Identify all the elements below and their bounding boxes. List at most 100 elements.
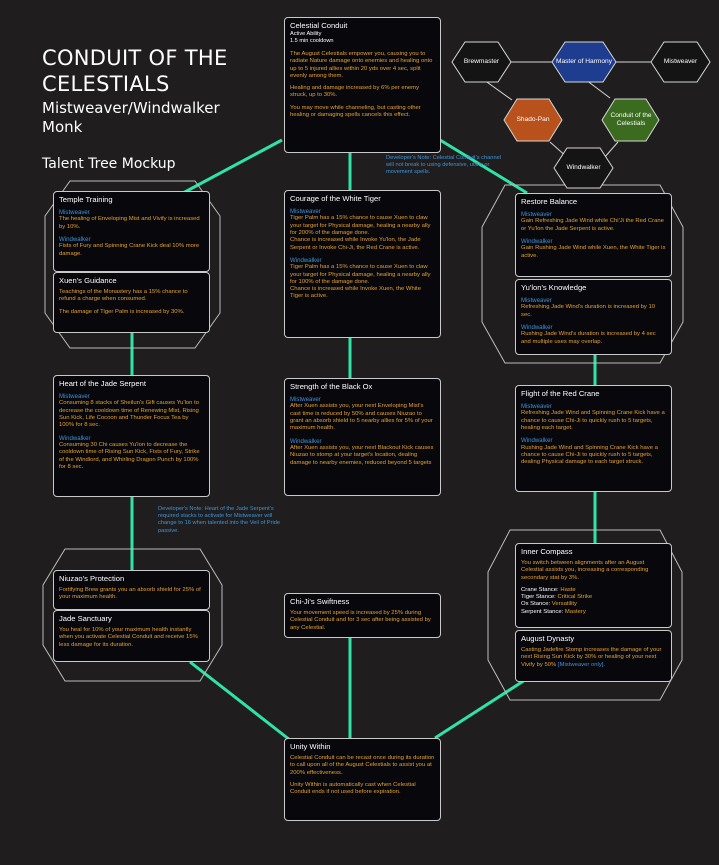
stance-crane: Crane Stance: Haste — [521, 586, 576, 593]
talent-name: Chi-Ji's Swiftness — [290, 597, 350, 606]
talent-heart-jade-serpent[interactable]: Heart of the Jade Serpent Mistweaver Con… — [53, 375, 210, 497]
talent-description: Chance is increased while Invoke Yu'lon,… — [290, 237, 421, 251]
hex-brewmaster — [451, 41, 512, 83]
talent-description: The healing of Enveloping Mist and Vivif… — [59, 216, 200, 230]
spec-heading-mistweaver: Mistweaver — [290, 396, 321, 403]
connector-dynasty-unity — [434, 678, 526, 740]
dev-note-serpent: Developer's Note: Heart of the Jade Serp… — [158, 506, 281, 534]
hero-conduit-label: Conduit of the Celestials — [610, 112, 652, 127]
mockup-label: Talent Tree Mockup — [42, 156, 176, 172]
spec-heading-windwalker: Windwalker — [521, 324, 553, 331]
talent-description: Casting Jadefire Stomp increases the dam… — [521, 647, 662, 668]
hero-tree-hexes — [451, 41, 711, 189]
stance-tiger: Tiger Stance: Critical Strike — [521, 594, 593, 601]
talent-august-dynasty[interactable]: August Dynasty Casting Jadefire Stomp in… — [515, 630, 672, 682]
talent-description: You heal for 10% of your maximum health … — [59, 627, 198, 648]
talent-description: After Xuen assists you, your next Envelo… — [290, 403, 433, 432]
spec-heading-windwalker: Windwalker — [59, 434, 91, 442]
talent-description: Consuming 30 Chi causes Yu'lon to decrea… — [59, 442, 200, 470]
talent-name: Xuen's Guidance — [59, 276, 117, 285]
hero-shado-pan-label: Shado-Pan — [516, 116, 550, 123]
page-subtitle: Mistweaver/Windwalker Monk — [42, 99, 220, 136]
talent-flight-red-crane[interactable]: Flight of the Red Crane Mistweaver Refre… — [515, 385, 672, 492]
talent-xuens-guidance[interactable]: Xuen's Guidance Teachings of the Monaste… — [53, 272, 210, 333]
talent-connectors — [130, 138, 597, 742]
spec-heading-mistweaver: Mistweaver — [521, 211, 552, 218]
talent-description: Healing and damage increased by 6% per e… — [290, 85, 420, 99]
hex-conduit — [601, 98, 660, 142]
talent-yulons-knowledge[interactable]: Yu'lon's Knowledge Mistweaver Refreshing… — [515, 279, 672, 355]
spec-heading-windwalker: Windwalker — [521, 437, 553, 445]
talent-description: Gain Refreshing Jade Wind while Chi'Ji t… — [521, 218, 664, 232]
talent-name: Strength of the Black Ox — [290, 382, 373, 391]
hex-windwalker — [553, 147, 614, 189]
talent-name: Niuzao's Protection — [59, 574, 125, 583]
talent-name: Temple Training — [59, 195, 113, 204]
spec-heading-mistweaver: Mistweaver — [59, 393, 90, 400]
title-line-2: CELESTIALS — [42, 72, 170, 96]
dev-note-channel: Developer's Note: Celestial Conduit's ch… — [386, 155, 502, 176]
talent-name: Heart of the Jade Serpent — [59, 379, 146, 388]
talent-name: Unity Within — [290, 742, 331, 751]
talent-description: Rushing Jade Wind's duration is increase… — [521, 331, 656, 345]
talent-description: You may move while channeling, but casti… — [290, 104, 421, 119]
connector-conduit-balance — [439, 138, 528, 195]
talent-celestial-conduit[interactable]: Celestial Conduit Active Ability 1.5 min… — [284, 17, 441, 153]
talent-description: Rushing Jade Wind and Spinning Crane Kic… — [521, 444, 658, 466]
talent-description: Celestial Conduit can be recast once dur… — [290, 755, 435, 776]
spec-heading-windwalker: Windwalker — [521, 238, 553, 245]
talent-description: Chance is increased while Invoke Xuen, t… — [290, 286, 421, 300]
talent-description: Unity Within is automatically cast when … — [290, 781, 416, 796]
talent-description: Tiger Palm has a 15% chance to cause Xue… — [290, 264, 431, 285]
talent-description: The August Celestials empower you, causi… — [290, 51, 433, 79]
talent-description: Refreshing Jade Wind's duration is incre… — [521, 304, 656, 318]
hex-shado-pan — [503, 98, 563, 142]
talent-description: You switch between alignments after an A… — [521, 560, 649, 581]
talent-jade-sanctuary[interactable]: Jade Sanctuary You heal for 10% of your … — [53, 610, 210, 662]
spec-heading-mistweaver: Mistweaver — [521, 297, 552, 304]
talent-description: Your movement speed is increased by 25% … — [290, 610, 431, 631]
talent-name: August Dynasty — [521, 634, 575, 643]
talent-description: Gain Rushing Jade Wind while Xuen, the W… — [521, 245, 666, 259]
spec-heading-mistweaver: Mistweaver — [521, 403, 552, 410]
talent-type: Active Ability — [290, 31, 322, 37]
spec-heading-mistweaver: Mistweaver — [290, 208, 321, 215]
stance-ox: Ox Stance: Versatility — [521, 601, 577, 608]
hex-master-of-harmony — [551, 41, 617, 83]
frame-left-bottom — [42, 548, 223, 682]
talent-description: Teachings of the Monastery has a 15% cha… — [59, 289, 188, 303]
spec-heading-windwalker: Windwalker — [290, 437, 322, 445]
spec-heading-mistweaver: Mistweaver — [59, 209, 90, 216]
spec-heading-windwalker: Windwalker — [59, 236, 91, 243]
hero-brewmaster-label: Brewmaster — [463, 58, 500, 65]
hex-mistweaver — [650, 41, 711, 83]
talent-name: Inner Compass — [521, 547, 573, 556]
hero-windwalker-label: Windwalker — [566, 164, 601, 171]
talent-name: Flight of the Red Crane — [521, 389, 600, 398]
page-title: CONDUIT OF THE CELESTIALS — [42, 45, 228, 97]
talent-description: Refreshing Jade Wind and Spinning Crane … — [521, 410, 665, 431]
talent-restore-balance[interactable]: Restore Balance Mistweaver Gain Refreshi… — [515, 193, 672, 277]
talent-niuzaos-protection[interactable]: Niuzao's Protection Fortifying Brew gran… — [53, 570, 210, 610]
talent-description: Tiger Palm has a 15% chance to cause Xue… — [290, 215, 431, 236]
talent-name: Jade Sanctuary — [59, 614, 112, 623]
talent-unity-within[interactable]: Unity Within Celestial Conduit can be re… — [284, 738, 441, 821]
hero-tree-links — [483, 61, 652, 159]
spec-heading-windwalker: Windwalker — [290, 256, 322, 264]
talent-chi-jis-swiftness[interactable]: Chi-Ji's Swiftness Your movement speed i… — [284, 593, 441, 638]
talent-name: Courage of the White Tiger — [290, 194, 381, 203]
talent-name: Celestial Conduit — [290, 21, 348, 30]
title-line-1: CONDUIT OF THE — [42, 46, 228, 70]
connector-jade-unity — [189, 660, 291, 742]
talent-description: After Xuen assists you, your next Blacko… — [290, 445, 434, 466]
talent-description: The damage of Tiger Palm is increased by… — [59, 308, 185, 315]
talent-cooldown: 1.5 min cooldown — [290, 38, 334, 44]
talent-courage-white-tiger[interactable]: Courage of the White Tiger Mistweaver Ti… — [284, 190, 441, 338]
connector-conduit-temple — [182, 138, 283, 195]
talent-description: Fists of Fury and Spinning Crane Kick de… — [59, 243, 200, 257]
talent-inner-compass[interactable]: Inner Compass You switch between alignme… — [515, 543, 672, 628]
talent-name: Yu'lon's Knowledge — [521, 283, 587, 292]
talent-strength-black-ox[interactable]: Strength of the Black Ox Mistweaver Afte… — [284, 378, 441, 496]
mistweaver-only-tag: [Mistweaver only] — [557, 661, 604, 668]
talent-temple-training[interactable]: Temple Training Mistweaver The healing o… — [53, 191, 210, 272]
